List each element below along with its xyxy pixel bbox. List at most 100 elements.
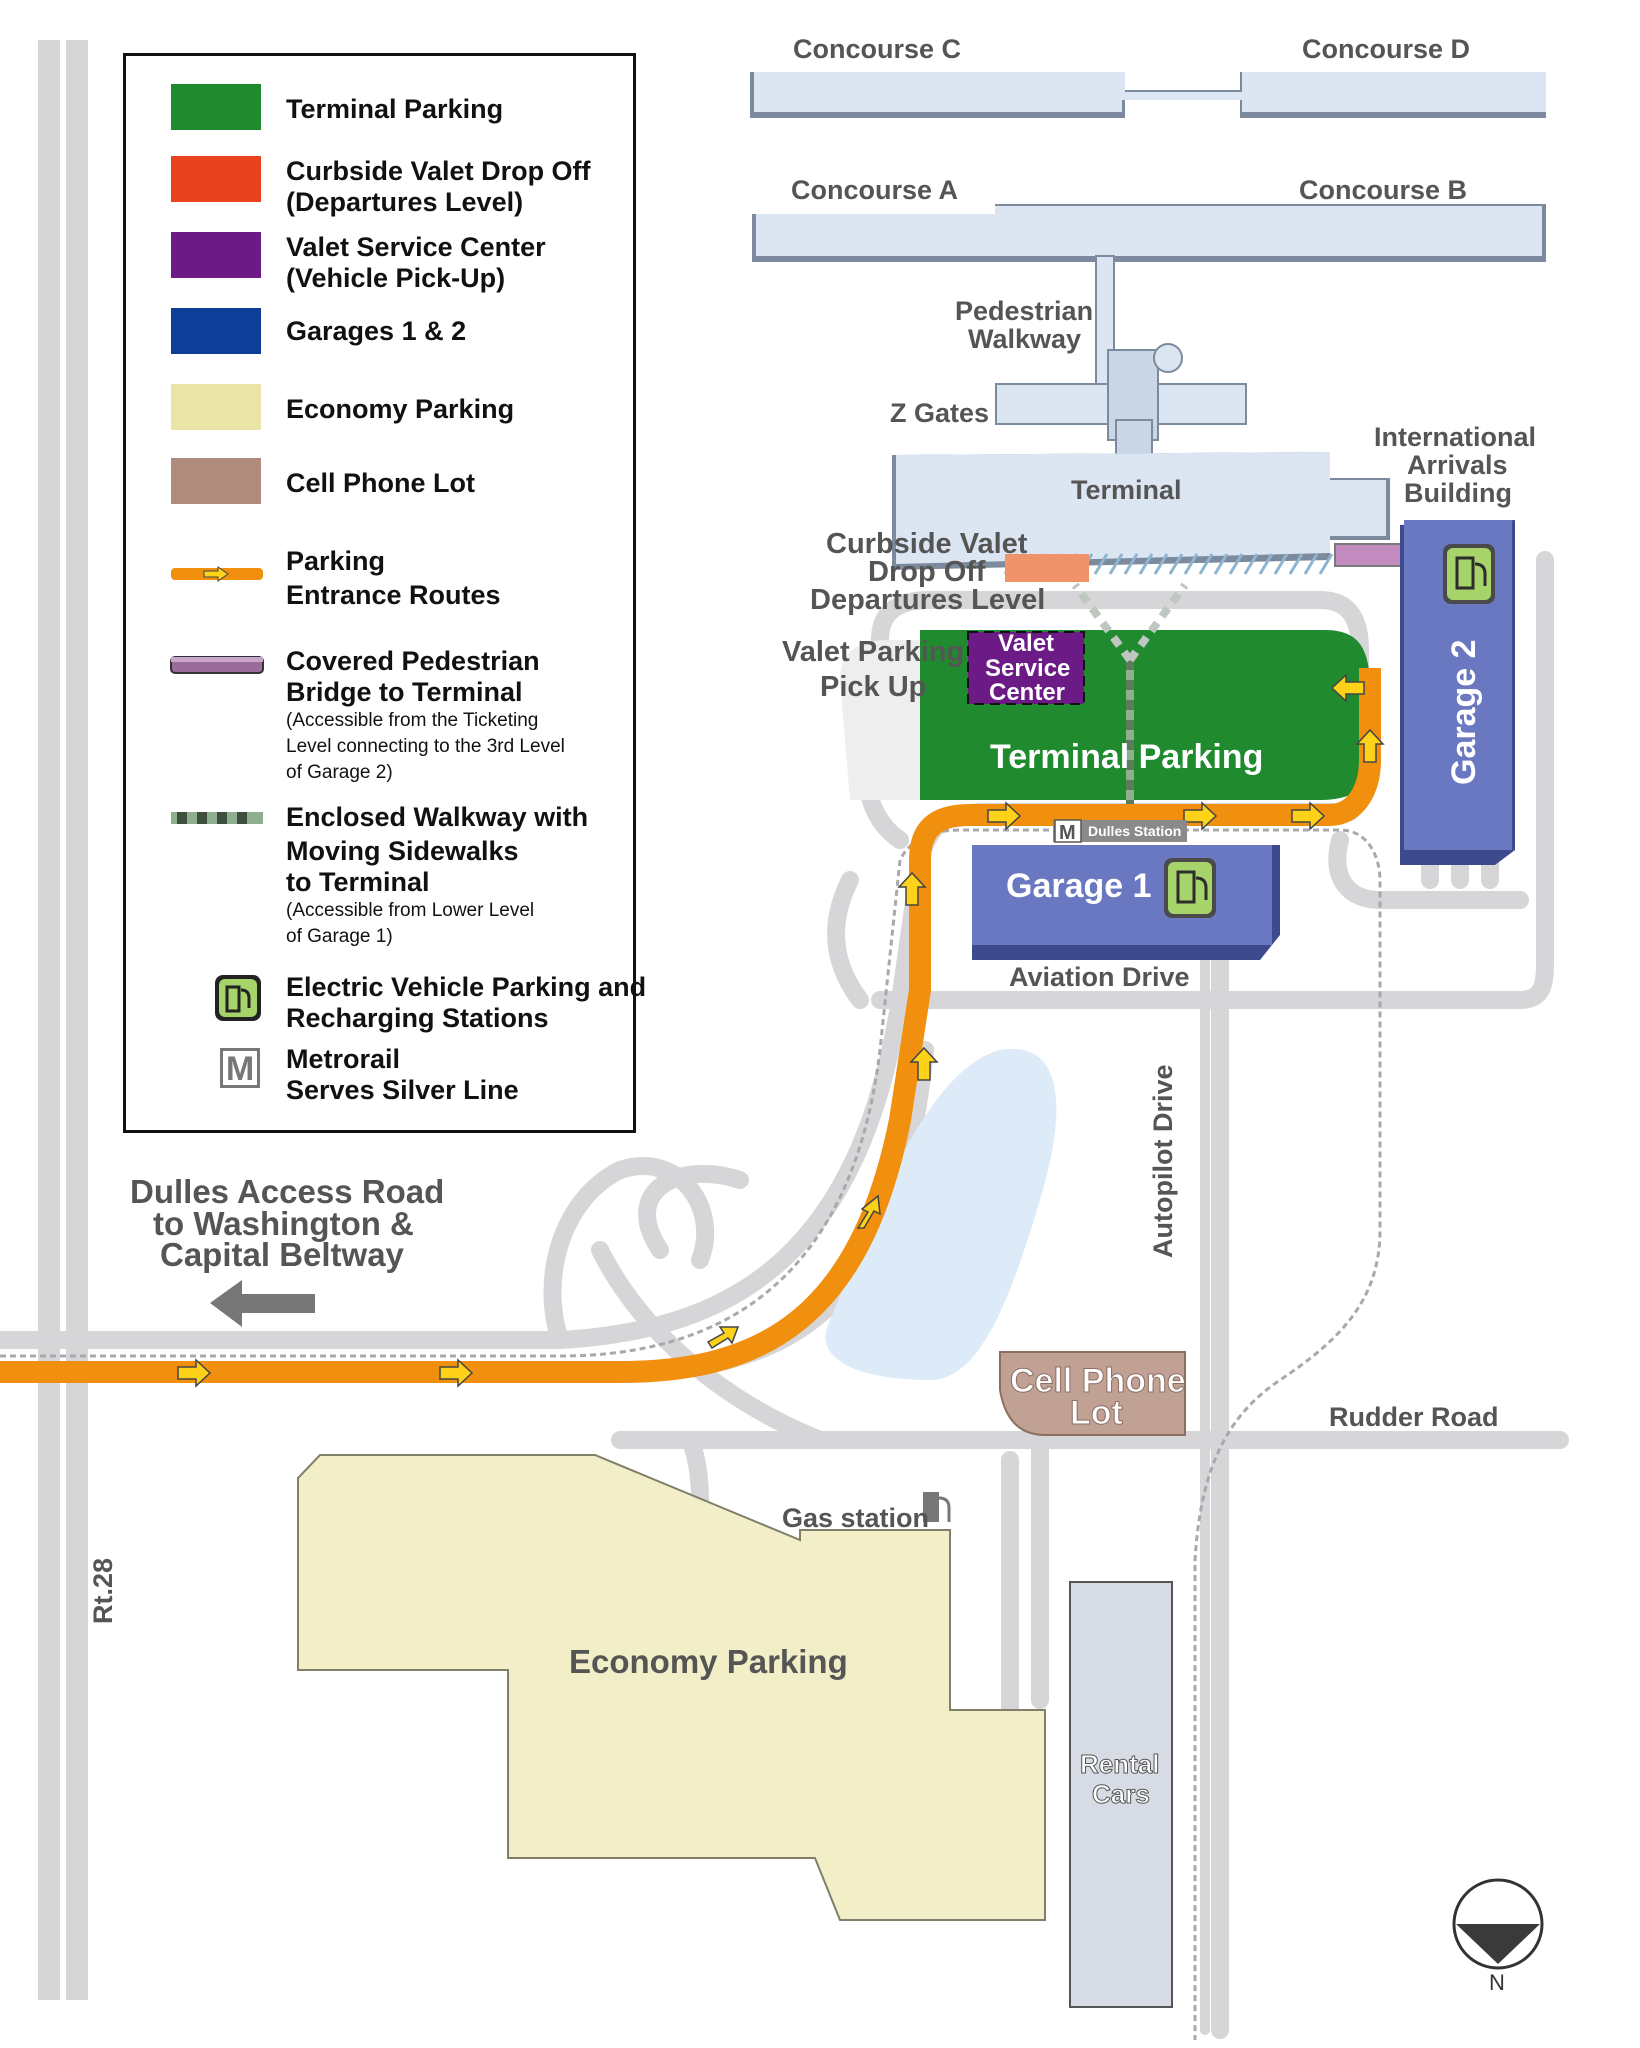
legend-label-2: Moving Sidewalks — [286, 836, 519, 866]
gas-station-label: Gas station — [782, 1503, 929, 1533]
garages-swatch — [171, 308, 261, 354]
terminal-parking-label: Terminal Parking — [990, 738, 1263, 776]
curbside-valet-drop-off-area — [1005, 554, 1089, 582]
pedestrian-bridge-swatch — [170, 656, 264, 674]
economy-parking-lot — [297, 1454, 1046, 1921]
metrorail-line — [0, 828, 1382, 2040]
valet-service-center — [967, 631, 1085, 705]
concourse-a-b-building — [752, 204, 1546, 262]
legend-label-2: (Departures Level) — [286, 187, 524, 217]
intl-arrivals-label-3: Building — [1404, 478, 1512, 508]
intl-arrivals-label-2: Arrivals — [1407, 450, 1508, 480]
garage-1-ev-charging-icon — [1162, 856, 1218, 920]
legend-label: Garages 1 & 2 — [286, 316, 467, 346]
rudder-road-label: Rudder Road — [1329, 1402, 1499, 1432]
map-legend: Terminal Parking Curbside Valet Drop Off… — [123, 53, 646, 1133]
legend-label: Metrorail — [286, 1044, 401, 1074]
gas-station-icon — [923, 1492, 951, 1522]
route-arrows — [177, 673, 1385, 1388]
legend-label-3: to Terminal — [286, 867, 430, 897]
dulles-station-metro-glyph: M — [1059, 822, 1076, 844]
pedestrian-walkway-label-1: Pedestrian — [955, 296, 1093, 326]
rental-cars-area — [1069, 1581, 1173, 2008]
concourse-c-d-building — [750, 72, 1546, 118]
enclosed-walkway-swatch — [171, 812, 263, 824]
legend-sub-3: of Garage 2) — [286, 762, 393, 783]
legend-label-2: Entrance Routes — [286, 580, 501, 610]
legend-label: Valet Service Center — [286, 232, 546, 262]
garage-1-label: Garage 1 — [1006, 867, 1152, 905]
legend-label-2: (Vehicle Pick-Up) — [286, 263, 506, 293]
rental-cars-label-2: Cars — [1092, 1779, 1150, 1809]
economy-parking-label: Economy Parking — [569, 1643, 848, 1680]
terminal-parking-swatch — [171, 84, 261, 130]
legend-label: Parking — [286, 546, 386, 576]
route-arrow — [439, 1358, 474, 1388]
north-label: N — [1489, 1970, 1505, 1995]
terminal-building — [892, 452, 1390, 575]
concourse-c-label: Concourse C — [793, 34, 961, 64]
route-arrow — [987, 801, 1022, 831]
dulles-access-road-label-3: Capital Beltway — [160, 1236, 405, 1273]
westbound-arrow-icon — [210, 1280, 315, 1327]
legend-label-2: Recharging Stations — [286, 1003, 549, 1033]
legend-label-2: Bridge to Terminal — [286, 677, 523, 707]
rental-cars-label-1: Rental — [1080, 1749, 1159, 1779]
legend-label: Electric Vehicle Parking and — [286, 972, 647, 1002]
curbside-valet-swatch — [171, 156, 261, 202]
ev-charging-icon — [215, 975, 261, 1021]
aviation-drive-label: Aviation Drive — [1009, 962, 1190, 992]
parking-entrance-route — [0, 668, 1381, 1383]
dulles-access-road-label-2: to Washington & — [153, 1205, 414, 1242]
garage-2-label: Garage 2 — [1445, 639, 1483, 785]
legend-sub-1: (Accessible from the Ticketing — [286, 710, 539, 731]
valet-pickup-label-2: Pick Up — [820, 671, 926, 703]
intl-arrivals-label-1: International — [1374, 422, 1536, 452]
valet-pickup-area — [840, 640, 920, 800]
legend-label: Curbside Valet Drop Off — [286, 156, 591, 186]
valet-pickup-label-1: Valet Parking — [782, 636, 964, 668]
legend-sub-2: of Garage 1) — [286, 926, 393, 947]
cell-phone-lot-label-2: Lot — [1070, 1394, 1123, 1432]
entrance-route-swatch — [171, 566, 263, 582]
route-arrow — [1355, 728, 1385, 763]
legend-label: Covered Pedestrian — [286, 646, 540, 676]
concourse-d-label: Concourse D — [1302, 34, 1470, 64]
legend-label: Terminal Parking — [286, 94, 504, 124]
route-arrow — [909, 1046, 939, 1081]
cell-phone-lot-label-1: Cell Phone — [1010, 1362, 1186, 1400]
concourse-b-label: Concourse B — [1299, 175, 1467, 205]
north-arrow-icon — [1452, 1878, 1544, 1970]
route-arrow — [706, 1326, 740, 1350]
route-28-highway — [38, 40, 88, 2000]
dulles-access-road-label-1: Dulles Access Road — [130, 1173, 444, 1210]
legend-sub-2: Level connecting to the 3rd Level — [286, 736, 565, 757]
legend-label: Cell Phone Lot — [286, 468, 475, 498]
route-28-label: Rt.28 — [88, 1558, 118, 1624]
dulles-station-label: Dulles Station — [1088, 823, 1181, 839]
route-arrow — [1330, 673, 1365, 703]
route-arrow — [897, 871, 927, 906]
valet-center-label-1: Valet — [998, 630, 1054, 657]
legend-sub-1: (Accessible from Lower Level — [286, 900, 535, 921]
garage-2-ev-charging-icon — [1441, 542, 1497, 606]
route-arrow — [856, 1194, 881, 1229]
cell-phone-lot — [999, 1351, 1186, 1436]
z-gates-label: Z Gates — [890, 398, 989, 428]
valet-center-label-2: Service — [985, 655, 1070, 682]
pedestrian-walkway-structure — [995, 255, 1247, 481]
economy-parking-swatch — [171, 384, 261, 430]
concourse-a-label: Concourse A — [791, 175, 958, 205]
valet-service-center-swatch — [171, 232, 261, 278]
route-arrow — [177, 1358, 212, 1388]
dulles-station-marker — [1053, 819, 1187, 843]
legend-label: Enclosed Walkway with — [286, 802, 589, 832]
curbside-valet-label-2: Drop Off — [868, 556, 986, 588]
curbside-valet-label-3: Departures Level — [810, 584, 1045, 616]
route-arrow — [1291, 801, 1326, 831]
pedestrian-walkway-label-2: Walkway — [968, 324, 1081, 354]
cell-phone-lot-swatch — [171, 458, 261, 504]
legend-label-2: Serves Silver Line — [286, 1075, 519, 1105]
legend-label: Economy Parking — [286, 394, 515, 424]
